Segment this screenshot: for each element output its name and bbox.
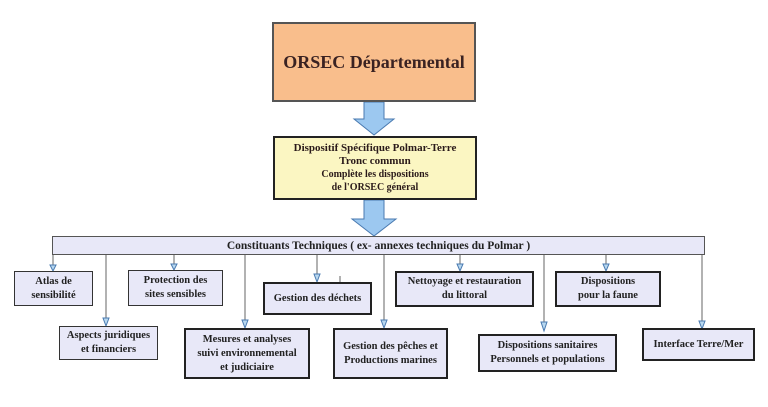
orsec-departemental-label: ORSEC Départemental: [283, 51, 465, 72]
leaf-atlas: Atlas de sensibilité: [14, 271, 93, 306]
leaf-interface: Interface Terre/Mer: [642, 328, 755, 361]
leaf-line: Nettoyage et restauration: [407, 276, 522, 287]
leaf-line: sites sensibles: [145, 289, 206, 300]
leaf-line: pour la faune: [578, 290, 638, 301]
leaf-line: Aspects juridiques: [66, 330, 151, 341]
leaf-line: et judiciaire: [220, 361, 274, 373]
leaf-line: Gestion des pêches et: [343, 340, 438, 352]
leaf-dechets: Gestion des déchets: [263, 282, 372, 315]
polmar-line-2: Tronc commun: [339, 155, 411, 167]
polmar-line-4: de l'ORSEC général: [331, 182, 419, 193]
leaf-faune: Dispositions pour la faune: [555, 271, 661, 307]
constituants-techniques-bar: Constituants Techniques ( ex- annexes te…: [52, 236, 705, 255]
leaf-nettoyage: Nettoyage et restauration du littoral: [395, 271, 534, 307]
polmar-line-1: Dispositif Spécifique Polmar-Terre: [293, 142, 457, 154]
leaf-line: Mesures et analyses: [202, 333, 292, 345]
leaf-line: Personnels et populations: [490, 354, 605, 365]
leaf-line: Interface Terre/Mer: [653, 338, 744, 350]
leaf-line: Protection des: [143, 275, 208, 286]
polmar-terre-box: Dispositif Spécifique Polmar-Terre Tronc…: [273, 136, 477, 200]
orsec-departemental-box: ORSEC Départemental: [272, 22, 476, 102]
big-arrow-down-icon: [352, 101, 396, 136]
leaf-protection: Protection des sites sensibles: [128, 270, 223, 306]
leaf-sanitaires: Dispositions sanitaires Personnels et po…: [478, 334, 617, 372]
leaf-aspects: Aspects juridiques et financiers: [59, 326, 158, 360]
leaf-line: et financiers: [80, 344, 137, 355]
leaf-line: du littoral: [441, 290, 488, 301]
leaf-line: suivi environnemental: [197, 347, 297, 359]
polmar-line-3: Complète les dispositions: [321, 169, 429, 180]
constituants-techniques-label: Constituants Techniques ( ex- annexes te…: [226, 239, 531, 252]
leaf-line: sensibilité: [31, 289, 76, 301]
leaf-mesures: Mesures et analyses suivi environnementa…: [184, 328, 310, 379]
leaf-line: Atlas de: [35, 275, 72, 287]
leaf-line: Dispositions: [580, 276, 636, 287]
leaf-line: Dispositions sanitaires: [497, 340, 598, 351]
big-arrow-down-icon: [350, 199, 398, 237]
leaf-line: Productions marines: [344, 354, 437, 366]
leaf-line: Gestion des déchets: [273, 292, 362, 304]
leaf-peches: Gestion des pêches et Productions marine…: [333, 328, 448, 379]
